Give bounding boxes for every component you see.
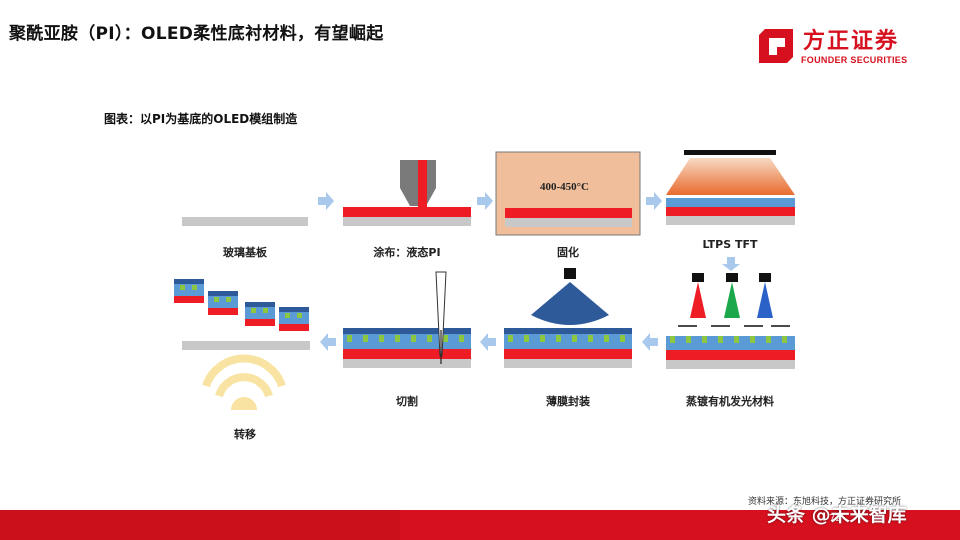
step-cutting-graphic — [343, 271, 471, 368]
step-label-cutting: 切割 — [396, 395, 418, 408]
step-label-curing: 固化 — [557, 246, 579, 259]
step-label-evaporation: 蒸镀有机发光材料 — [686, 395, 774, 408]
figure-caption: 图表：以PI为基底的OLED模组制造 — [104, 112, 298, 126]
step-curing-graphic — [495, 151, 641, 236]
step-label-encapsulation: 薄膜封装 — [546, 395, 590, 408]
step-label-glass: 玻璃基板 — [223, 246, 267, 259]
flow-arrow — [642, 333, 658, 351]
step-label-transfer: 转移 — [234, 428, 256, 441]
step-encapsulation-graphic — [504, 268, 632, 368]
brand-logo: 方正证券 FOUNDER SECURITIES — [755, 25, 920, 70]
flow-arrow — [477, 192, 493, 210]
footer-bar-shade — [0, 510, 400, 540]
source-note: 资料来源：东旭科技，方正证券研究所 — [748, 497, 902, 507]
step-evaporation-graphic — [666, 273, 795, 369]
temperature-label: 400-450°C — [540, 181, 589, 193]
step-ltps-tft-graphic — [666, 150, 795, 225]
watermark: 头条 @未来智库 — [767, 504, 907, 526]
flow-arrow — [320, 333, 336, 351]
page-title: 聚酰亚胺（PI）：OLED柔性底衬材料，有望崛起 — [9, 24, 384, 44]
logo-icon — [759, 29, 793, 63]
step-transfer-graphic — [174, 279, 310, 410]
brand-name-cn: 方正证券 — [803, 29, 900, 54]
flow-arrow — [480, 333, 496, 351]
step-coating-graphic — [343, 160, 471, 226]
step-glass-substrate-graphic — [182, 217, 308, 226]
brand-name-en: FOUNDER SECURITIES — [801, 55, 908, 65]
flow-arrow — [318, 192, 334, 210]
flow-arrow — [722, 257, 740, 271]
page-number: 72 — [829, 513, 842, 524]
step-label-ltps-tft: LTPS TFT — [702, 238, 758, 251]
flow-arrow — [646, 192, 662, 210]
step-label-coating: 涂布：液态PI — [373, 246, 441, 259]
footer-bar — [0, 510, 960, 540]
